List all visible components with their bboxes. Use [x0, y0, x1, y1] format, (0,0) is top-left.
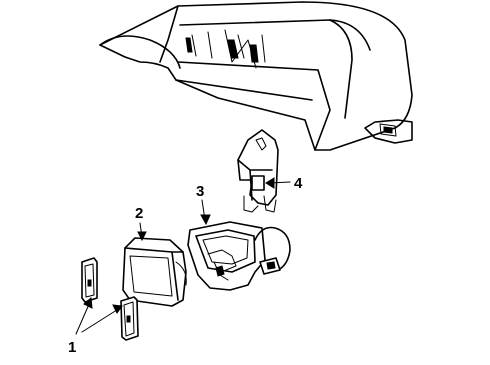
fog-lamp-housing: [187, 221, 291, 291]
fog-lamp-lens: [122, 237, 187, 307]
callout-4: 4: [294, 175, 303, 192]
side-marker-lower: [120, 296, 139, 341]
mounting-bracket: [237, 129, 279, 213]
front-bumper-assembly: [99, 1, 413, 151]
callout-2: 2: [135, 205, 143, 222]
side-marker-upper: [81, 257, 98, 303]
callout-1: 1: [68, 339, 76, 356]
leader-lines: [75, 177, 291, 335]
callout-3: 3: [196, 183, 204, 200]
